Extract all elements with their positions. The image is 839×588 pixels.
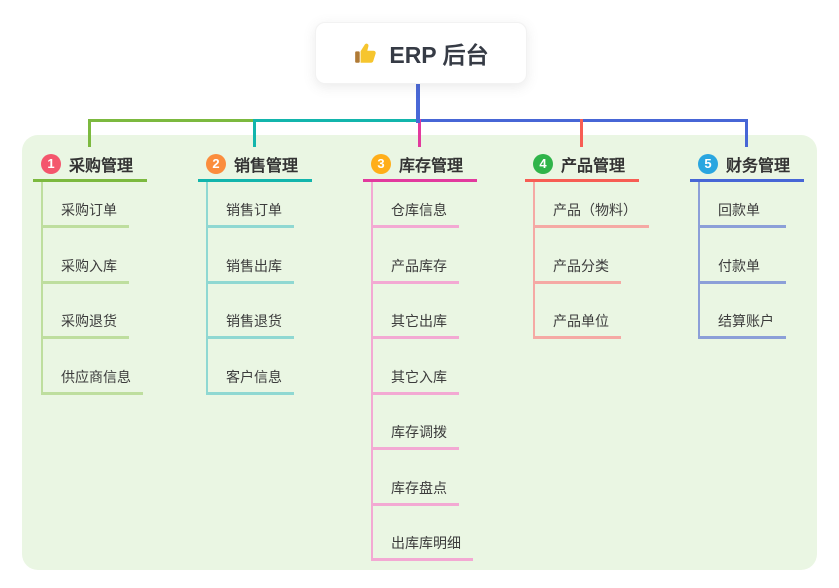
child-node[interactable]: 库存盘点 [373, 450, 459, 506]
root-node[interactable]: ERP 后台 [315, 22, 527, 84]
branch-children: 回款单付款单结算账户 [698, 182, 786, 339]
child-label: 采购退货 [61, 313, 117, 329]
branch-index-badge: 1 [41, 153, 61, 174]
connector-line [579, 119, 583, 147]
branch-index-badge: 4 [533, 153, 553, 174]
branch-label: 财务管理 [726, 157, 791, 175]
child-node[interactable]: 产品单位 [535, 284, 621, 339]
child-label: 产品库存 [391, 257, 447, 274]
branch-index-badge: 5 [698, 153, 718, 174]
child-label: 库存调拨 [391, 424, 447, 440]
child-label: 其它入库 [391, 368, 447, 385]
child-node[interactable]: 客户信息 [208, 339, 294, 395]
connector-line [744, 119, 748, 147]
thumbs-up-icon [353, 40, 379, 66]
connector-line [416, 82, 420, 123]
child-node[interactable]: 采购订单 [43, 182, 129, 228]
branch-children: 仓库信息产品库存其它出库其它入库库存调拨库存盘点出库库明细 [371, 182, 473, 561]
branch-index-badge: 2 [206, 153, 226, 174]
branches-panel [22, 135, 817, 570]
connector-line [252, 119, 256, 147]
child-node[interactable]: 采购退货 [43, 284, 129, 339]
child-label: 仓库信息 [391, 202, 447, 218]
child-label: 供应商信息 [61, 368, 131, 385]
branch-label: 销售管理 [234, 157, 299, 175]
connector-line [252, 119, 420, 122]
child-node[interactable]: 回款单 [700, 182, 786, 228]
child-node[interactable]: 采购入库 [43, 228, 129, 284]
child-node[interactable]: 结算账户 [700, 284, 786, 339]
child-label: 销售订单 [226, 202, 282, 218]
branch-title[interactable]: 3 库存管理 [363, 152, 478, 182]
child-label: 产品单位 [553, 313, 609, 329]
branch-node: 2 销售管理销售订单销售出库销售退货客户信息 [198, 152, 313, 395]
child-node[interactable]: 其它出库 [373, 284, 459, 339]
child-node[interactable]: 产品（物料） [535, 182, 649, 228]
child-label: 库存盘点 [391, 479, 447, 496]
branch-children: 产品（物料） 产品分类产品单位 [533, 182, 649, 339]
child-label: 回款单 [718, 202, 760, 218]
branch-label: 采购管理 [69, 157, 134, 175]
child-node[interactable]: 付款单 [700, 228, 786, 284]
child-node[interactable]: 库存调拨 [373, 395, 459, 450]
child-label: 其它出库 [391, 313, 447, 329]
child-node[interactable]: 销售订单 [208, 182, 294, 228]
root-label: ERP 后台 [389, 42, 489, 68]
connector-line [87, 119, 91, 147]
branch-title[interactable]: 4 产品管理 [525, 152, 640, 182]
branch-children: 采购订单采购入库采购退货供应商信息 [41, 182, 143, 395]
child-label: 销售出库 [226, 257, 282, 274]
child-label: 结算账户 [718, 313, 774, 329]
child-label: 产品分类 [553, 257, 609, 274]
child-node[interactable]: 销售出库 [208, 228, 294, 284]
child-node[interactable]: 产品库存 [373, 228, 459, 284]
child-node[interactable]: 供应商信息 [43, 339, 143, 395]
branch-label: 库存管理 [399, 157, 464, 175]
child-node[interactable]: 仓库信息 [373, 182, 459, 228]
child-label: 付款单 [718, 257, 760, 274]
branch-title[interactable]: 1 采购管理 [33, 152, 148, 182]
child-label: 产品（物料） [553, 202, 637, 218]
child-label: 销售退货 [226, 313, 282, 329]
child-label: 采购入库 [61, 257, 117, 274]
branch-node: 3 库存管理仓库信息产品库存其它出库其它入库库存调拨库存盘点出库库明细 [363, 152, 478, 561]
branch-title[interactable]: 5 财务管理 [690, 152, 805, 182]
branch-index-badge: 3 [371, 153, 391, 174]
branch-label: 产品管理 [561, 157, 626, 175]
child-label: 采购订单 [61, 202, 117, 218]
child-node[interactable]: 销售退货 [208, 284, 294, 339]
child-label: 出库库明细 [391, 535, 461, 551]
child-node[interactable]: 产品分类 [535, 228, 621, 284]
child-label: 客户信息 [226, 368, 282, 385]
connector-line [417, 119, 421, 147]
branch-children: 销售订单销售出库销售退货客户信息 [206, 182, 294, 395]
child-node[interactable]: 出库库明细 [373, 506, 473, 561]
child-node[interactable]: 其它入库 [373, 339, 459, 395]
branch-node: 1 采购管理采购订单采购入库采购退货供应商信息 [33, 152, 148, 395]
branch-title[interactable]: 2 销售管理 [198, 152, 313, 182]
branch-node: 4 产品管理产品（物料） 产品分类产品单位 [525, 152, 649, 339]
branch-node: 5 财务管理回款单付款单结算账户 [690, 152, 805, 339]
